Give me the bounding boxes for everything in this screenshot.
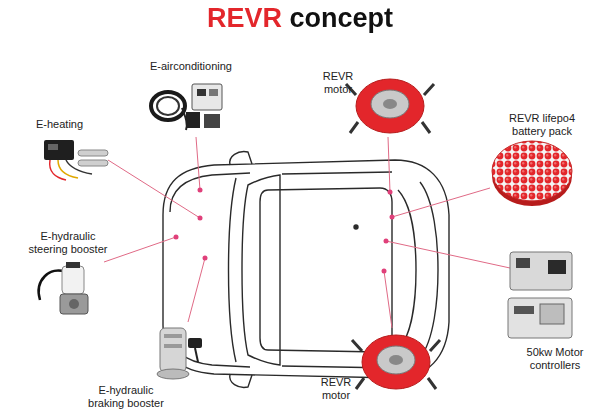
diagram-title: REVR concept — [207, 2, 393, 34]
controller-illustration — [508, 252, 572, 338]
brake-pump-illustration — [157, 328, 202, 379]
battery-illustration — [492, 141, 572, 206]
anchor-dots — [174, 188, 395, 274]
motor-illustration — [352, 335, 440, 389]
heater-illustration — [44, 140, 108, 180]
motor-illustration — [346, 79, 434, 133]
aircon-illustration — [151, 84, 222, 130]
part-label: 50kw Motor controllers — [520, 346, 590, 372]
part-label: E-airconditioning — [150, 60, 240, 73]
part-label: E-hydraulic braking booster — [80, 384, 172, 410]
steering-pump-illustration — [39, 262, 88, 314]
part-label: E-heating — [36, 118, 106, 131]
part-label: REVR motor — [314, 376, 358, 402]
car-outline — [163, 152, 449, 388]
part-label: E-hydraulic steering booster — [22, 230, 114, 256]
part-label: REVR lifepo4 battery pack — [500, 112, 584, 138]
leader-lines — [104, 137, 510, 328]
part-label: REVR motor — [316, 70, 360, 96]
